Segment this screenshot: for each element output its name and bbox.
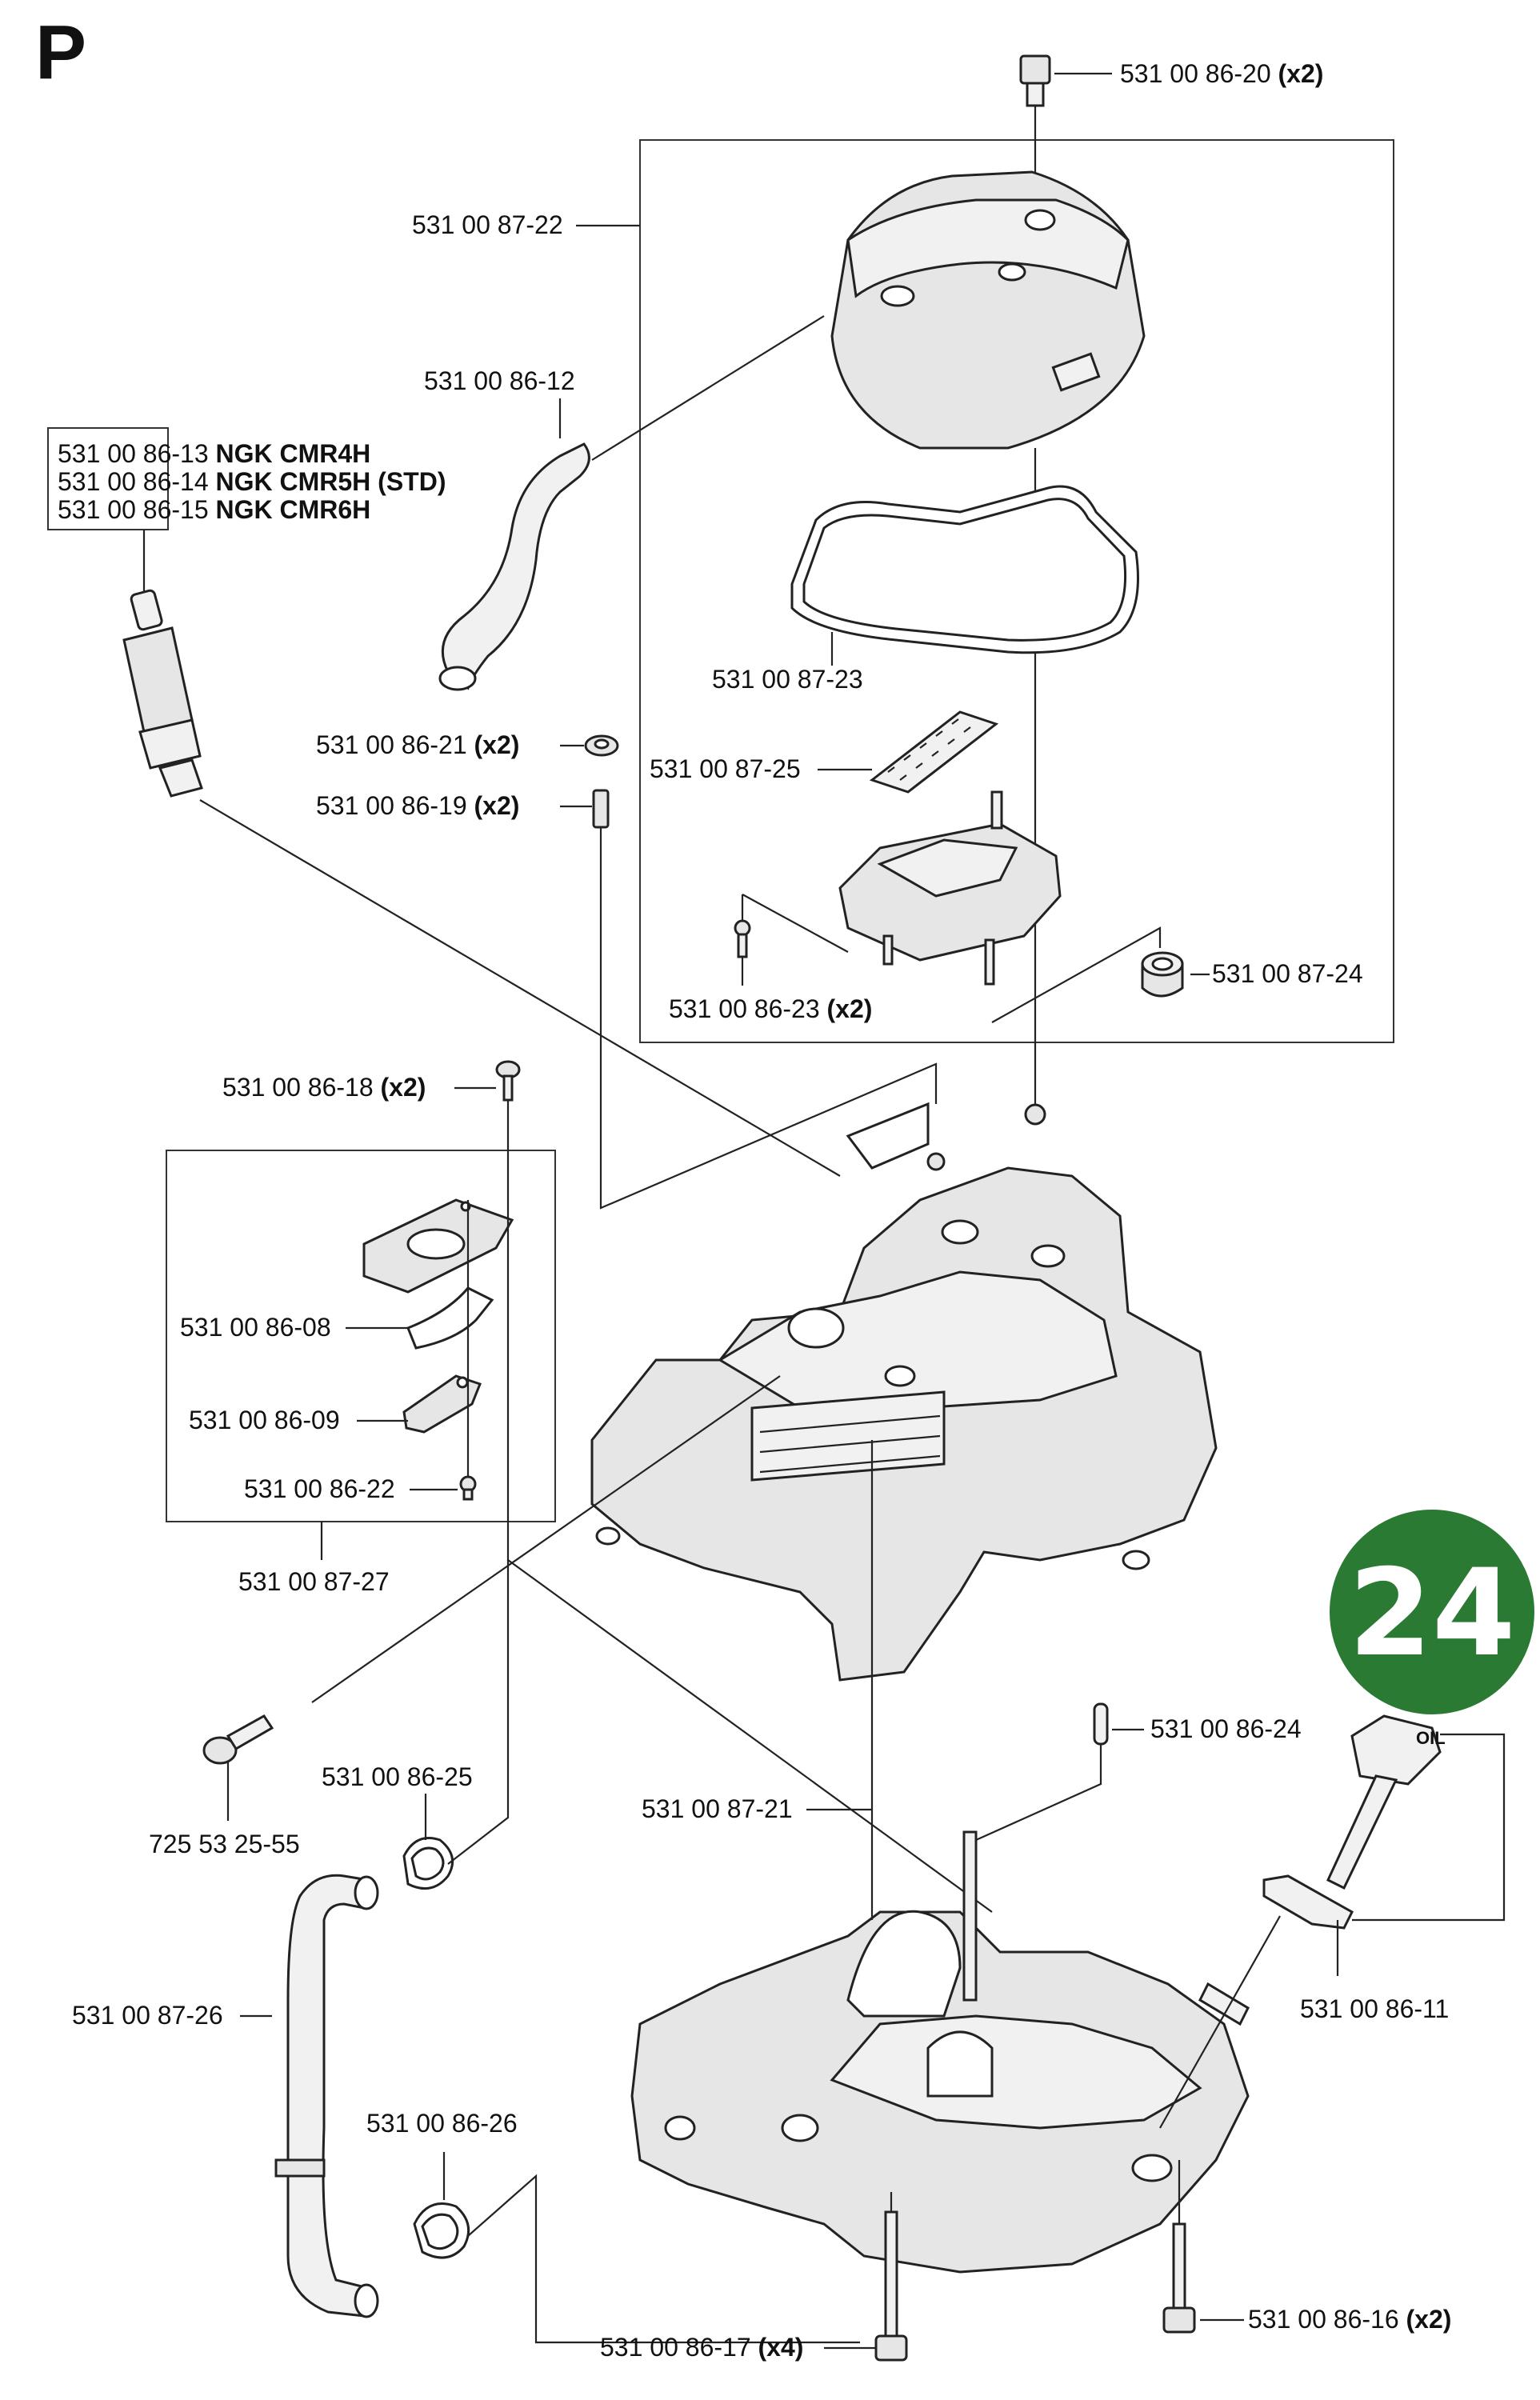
- section-letter: P: [35, 10, 86, 95]
- label-valve-cover: 531 00 87-22: [412, 210, 563, 239]
- valve-cover-assembly-frame: [639, 139, 1394, 1043]
- page-badge: 24: [1330, 1510, 1534, 1714]
- label-nut: 531 00 86-21 (x2): [316, 730, 519, 759]
- label-spark-plug-3: 531 00 86-15 NGK CMR6H: [58, 495, 370, 524]
- reed-stopper-icon: [402, 1374, 482, 1434]
- label-stud: 531 00 86-19 (x2): [316, 791, 519, 820]
- label-bolt-short: 531 00 86-16 (x2): [1248, 2305, 1451, 2334]
- oil-seal-icon: [1262, 1874, 1354, 1930]
- label-oil-seal: 531 00 86-11: [1300, 1994, 1449, 2023]
- clamp-lower-icon: [413, 2202, 470, 2259]
- sleeve-icon: [1141, 951, 1184, 998]
- label-clamp-upper: 531 00 86-25: [322, 1762, 473, 1791]
- oil-cap-icon: OIL: [1326, 1714, 1446, 1890]
- bolt-top-icon: [1019, 54, 1051, 224]
- crankcase-icon: [630, 1830, 1250, 2274]
- label-screw-reed: 531 00 86-22: [244, 1474, 395, 1503]
- label-reed-kit: 531 00 87-27: [238, 1567, 390, 1596]
- badge-number: 24: [1349, 1544, 1516, 1683]
- screw-reed-icon: [459, 1475, 477, 1501]
- clamp-upper-icon: [402, 1837, 454, 1890]
- pin-icon: [1093, 1702, 1109, 1746]
- label-spark-plug-2: 531 00 86-14 NGK CMR5H (STD): [58, 467, 446, 496]
- label-screw-plate: 531 00 86-18 (x2): [222, 1073, 426, 1102]
- reed-kit-frame: [166, 1150, 556, 1522]
- nut-icon: [584, 734, 619, 757]
- reed-plate-icon: [362, 1198, 514, 1294]
- label-stopper: 531 00 86-09: [189, 1406, 340, 1434]
- label-crankcase: 531 00 87-21: [642, 1794, 793, 1823]
- label-spark-plug-1: 531 00 86-13 NGK CMR4H: [58, 439, 370, 468]
- screw-small-icon: [734, 919, 751, 958]
- cylinder-icon: [590, 1102, 1218, 1682]
- cap-screw-icon: [202, 1714, 274, 1765]
- label-sleeve: 531 00 87-24: [1212, 959, 1363, 988]
- label-pin: 531 00 86-24: [1150, 1714, 1302, 1743]
- breather-hose-icon: [274, 1874, 379, 2318]
- stud-icon: [592, 789, 610, 829]
- label-reed: 531 00 86-08: [180, 1313, 331, 1342]
- label-bolt-long: 531 00 86-17 (x4): [600, 2333, 803, 2362]
- label-screw-small: 531 00 86-23 (x2): [669, 994, 872, 1023]
- oil-cap-text: OIL: [1416, 1728, 1446, 1748]
- label-clamp-lower: 531 00 86-26: [366, 2109, 518, 2138]
- label-gasket: 531 00 87-23: [712, 665, 863, 694]
- filter-icon: [869, 710, 999, 794]
- valve-cover-icon: [830, 170, 1146, 450]
- badge-circle: [1330, 1510, 1534, 1714]
- label-cap-screw: 725 53 25-55: [149, 1830, 300, 1858]
- gasket-icon: [790, 485, 1139, 654]
- label-bolt-top: 531 00 86-20 (x2): [1120, 59, 1323, 88]
- bolt-long-icon: [874, 2210, 908, 2362]
- breather-plate-icon: [838, 790, 1062, 986]
- hose-icon: [438, 442, 590, 691]
- label-hose: 531 00 86-12: [424, 366, 575, 395]
- screw-plate-icon: [495, 1060, 521, 1102]
- spark-plug-label-frame: [47, 427, 169, 530]
- spark-plug-icon: [122, 589, 203, 798]
- reed-valve-icon: [406, 1286, 494, 1350]
- label-filter: 531 00 87-25: [650, 754, 801, 783]
- label-breather-hose: 531 00 87-26: [72, 2001, 223, 2030]
- bolt-short-icon: [1162, 2222, 1196, 2334]
